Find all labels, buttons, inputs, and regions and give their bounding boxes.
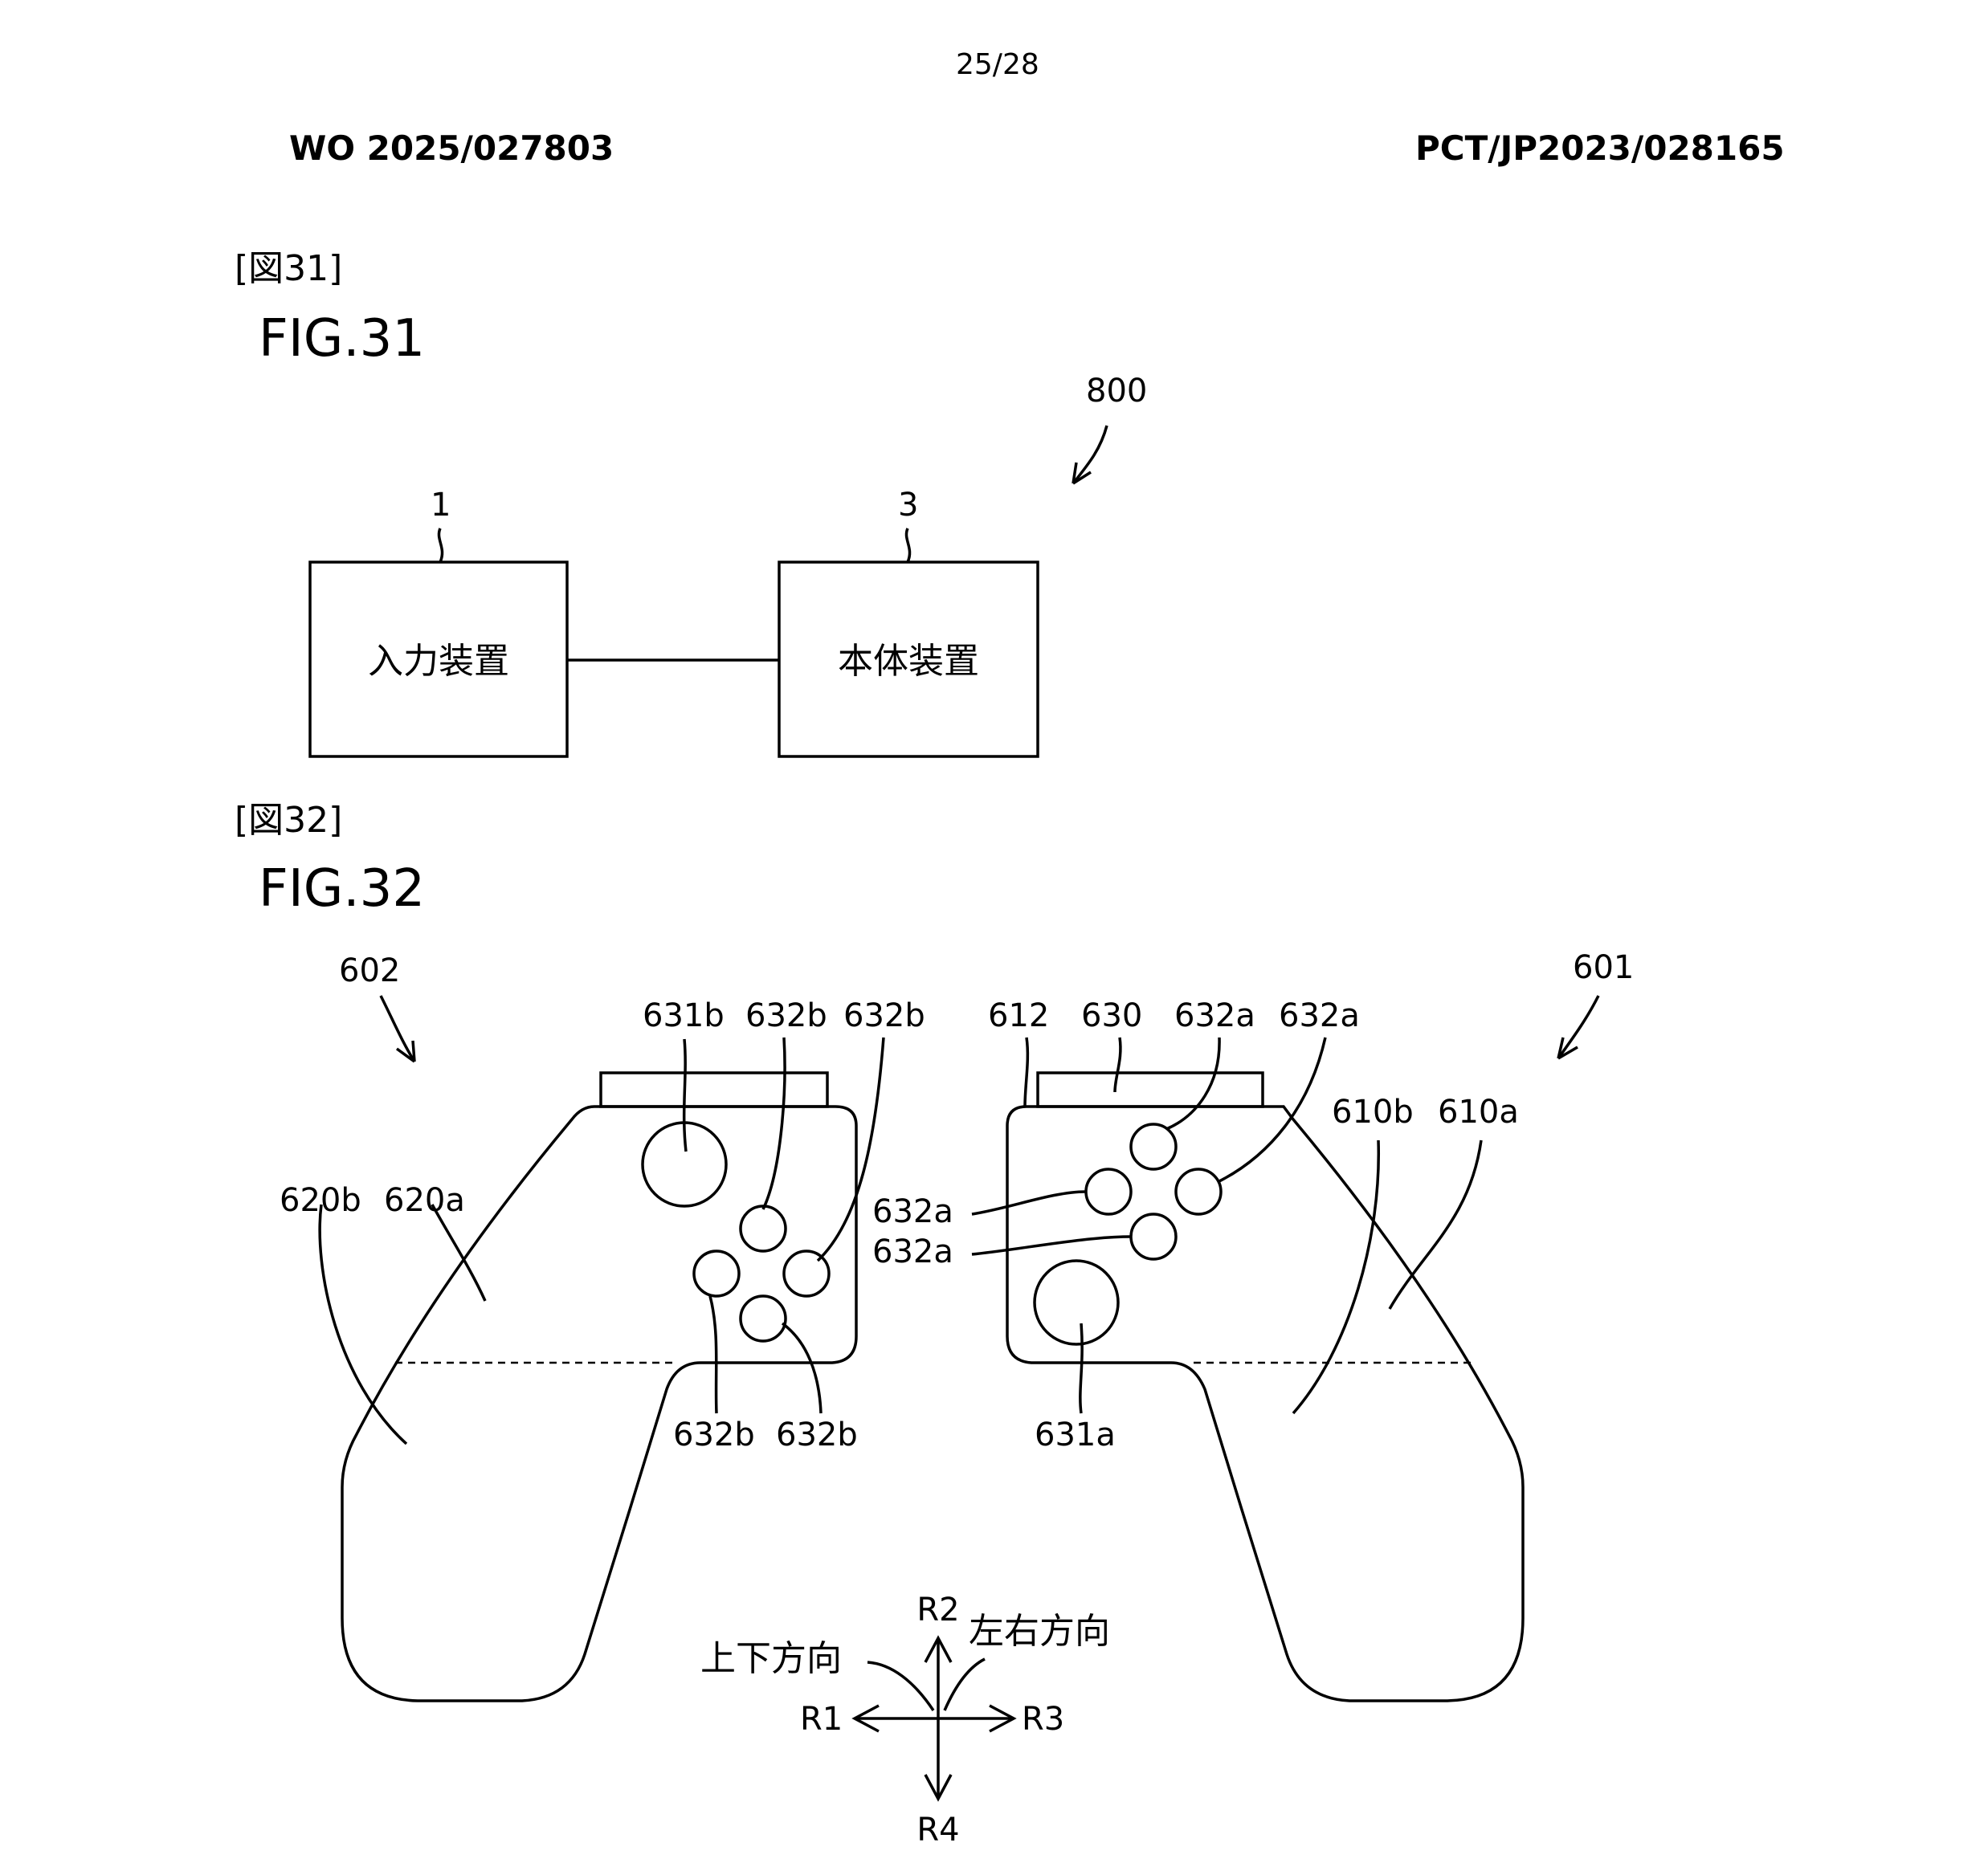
leader-3 [904,528,912,563]
ref-632a-2: 632a [1279,997,1360,1034]
button-632b-left [692,1249,741,1298]
controller-601-body [1006,1105,1525,1702]
ref-631b: 631b [643,997,725,1034]
fig32-tag: [図32] [235,800,343,841]
button-632a-top [1129,1123,1178,1171]
ref-610b: 610b [1332,1094,1414,1131]
ref-632b-3: 632b [673,1417,755,1453]
button-632b-right [782,1249,831,1298]
page-number: 25/28 [956,48,1039,81]
ref-632b-1: 632b [745,997,827,1034]
r3-label: R3 [1022,1701,1064,1738]
fig31-title: FIG.31 [259,309,426,369]
controller-602 [341,1071,858,1702]
rail-602 [599,1071,829,1108]
leaders-601 [971,1037,1483,1415]
ref-632a-4: 632a [872,1233,953,1270]
ref-800: 800 [1086,373,1147,410]
main-device-label: 本体装置 [838,641,979,682]
stick-631a [1033,1259,1120,1346]
publication-number: WO 2025/027803 [289,128,614,168]
ref-632b-2: 632b [843,997,925,1034]
ref-632a-3: 632a [872,1193,953,1230]
controller-601 [1006,1071,1525,1702]
ref-612: 612 [988,997,1049,1034]
leader-1 [437,528,444,563]
ref-602: 602 [339,952,400,989]
rail-601 [1036,1071,1264,1108]
controller-602-body [341,1105,858,1702]
ref-610a: 610a [1438,1094,1519,1131]
r4-label: R4 [916,1812,959,1849]
ref-620a: 620a [384,1182,465,1219]
dir-horizontal-label: 左右方向 [969,1611,1110,1652]
arrow-601 [1557,995,1600,1060]
ref-601: 601 [1573,949,1634,986]
ref-632a-1: 632a [1174,997,1255,1034]
button-632a-left [1084,1168,1133,1216]
fig32-title: FIG.32 [259,859,426,919]
input-device-label: 入力装置 [368,641,509,682]
direction-cross [851,1635,1017,1802]
arrow-800 [1072,425,1108,485]
ref-3: 3 [898,487,918,524]
ref-632b-4: 632b [776,1417,858,1453]
ref-631a: 631a [1035,1417,1116,1453]
button-632a-right [1174,1168,1223,1216]
fig31-diagram [308,425,1108,758]
leader-horizontal-dir [943,1657,986,1711]
dir-vertical-label: 上下方向 [700,1638,842,1679]
ref-620b: 620b [280,1182,361,1219]
ref-630: 630 [1081,997,1142,1034]
r2-label: R2 [916,1592,959,1629]
leaders-602 [318,1037,885,1445]
leader-vertical-dir [867,1661,935,1711]
button-632b-top [739,1205,787,1253]
fig31-tag: [図31] [235,248,343,289]
ref-1: 1 [431,487,451,524]
arrow-602 [379,995,416,1063]
application-number: PCT/JP2023/028165 [1415,128,1785,168]
button-632a-bottom [1129,1213,1178,1261]
r1-label: R1 [800,1701,843,1738]
button-632b-bottom [739,1294,787,1343]
